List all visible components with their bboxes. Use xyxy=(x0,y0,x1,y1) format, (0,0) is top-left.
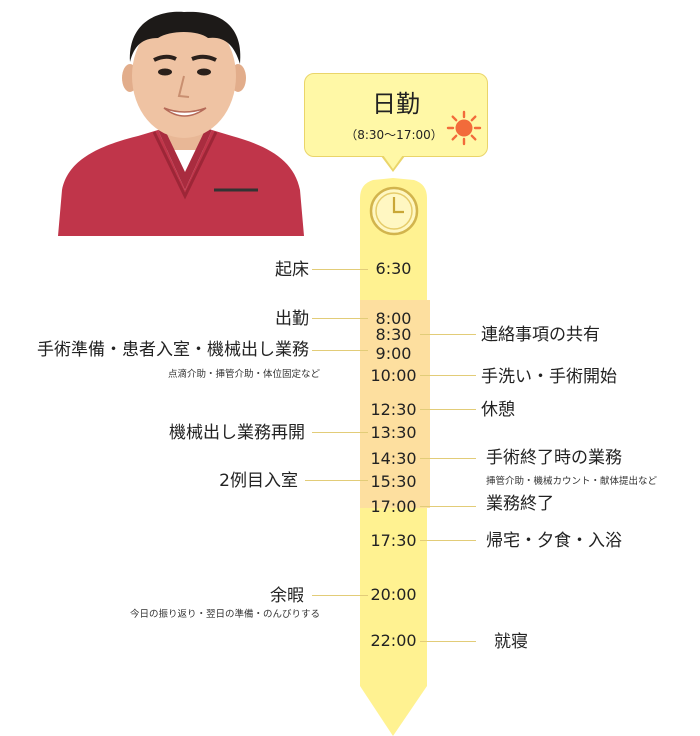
connector-line xyxy=(312,595,368,596)
event-resume: 機械出し業務再開 xyxy=(169,423,305,443)
time-marker: 20:00 xyxy=(370,585,417,604)
event-sleep: 就寝 xyxy=(494,632,528,652)
connector-line xyxy=(420,540,476,541)
time-marker: 8:30 xyxy=(375,325,412,344)
time-marker: 6:30 xyxy=(375,259,412,278)
time-marker: 8:00 xyxy=(375,309,412,328)
time-marker: 17:30 xyxy=(370,531,417,550)
event-wake: 起床 xyxy=(275,260,309,280)
nurse-photo xyxy=(58,11,304,236)
connector-line xyxy=(420,641,476,642)
time-marker: 15:30 xyxy=(370,472,417,491)
connector-line xyxy=(312,350,368,351)
event-commute: 出勤 xyxy=(275,309,309,329)
connector-line xyxy=(420,375,476,376)
time-marker: 9:00 xyxy=(375,344,412,363)
connector-line xyxy=(420,506,476,507)
clock-icon xyxy=(369,186,419,236)
event-home: 帰宅・夕食・入浴 xyxy=(486,531,622,551)
time-marker: 17:00 xyxy=(370,497,417,516)
connector-line xyxy=(420,334,476,335)
event-end-tasks-detail: 挿管介助・機械カウント・献体提出など xyxy=(486,476,658,487)
work-hours-band xyxy=(360,300,430,508)
connector-line xyxy=(420,458,476,459)
connector-line xyxy=(305,480,368,481)
connector-line xyxy=(312,318,368,319)
event-prep: 手術準備・患者入室・機械出し業務 xyxy=(37,340,309,360)
event-end-tasks: 手術終了時の業務 xyxy=(486,448,622,468)
connector-line xyxy=(312,432,368,433)
event-finish: 業務終了 xyxy=(486,494,554,514)
event-prep-detail: 点滴介助・挿管介助・体位固定など xyxy=(167,369,320,380)
connector-line xyxy=(420,409,476,410)
time-marker: 13:30 xyxy=(370,423,417,442)
time-marker: 12:30 xyxy=(370,400,417,419)
connector-line xyxy=(312,269,368,270)
sun-icon xyxy=(446,110,482,146)
event-scrub: 手洗い・手術開始 xyxy=(481,367,617,387)
time-marker: 14:30 xyxy=(370,449,417,468)
event-second-case: 2例目入室 xyxy=(219,471,298,491)
event-free-time: 余暇 xyxy=(270,586,304,606)
shift-hours: （8:30～17:00） xyxy=(345,128,443,142)
time-marker: 10:00 xyxy=(370,366,417,385)
event-break: 休憩 xyxy=(481,400,515,420)
shift-box xyxy=(304,73,488,157)
shift-title: 日勤 xyxy=(372,90,420,118)
time-marker: 22:00 xyxy=(370,631,417,650)
shift-box-tail-fill xyxy=(383,155,403,169)
event-free-time-detail: 今日の振り返り・翌日の準備・のんびりする xyxy=(129,609,320,620)
event-share-notes: 連絡事項の共有 xyxy=(481,325,600,345)
